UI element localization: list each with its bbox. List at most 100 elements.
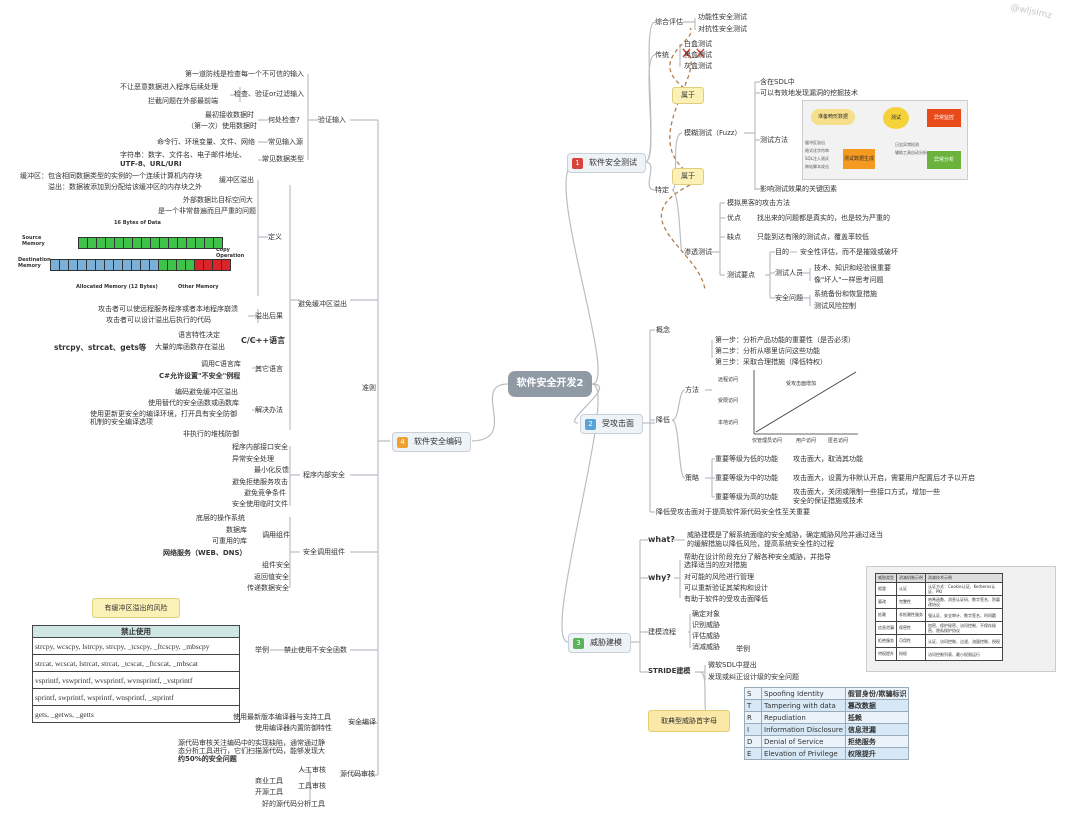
node: 测试人员 [775,269,803,277]
diagram-text: 跨站脚本攻击 [805,164,829,169]
node: 缓冲区：包含相同数据类型的实例的一个连续计算机内存块 [20,172,202,180]
diagram-text: 格式化字符串 [805,148,829,153]
node: 缓冲区溢出 [219,176,254,184]
chart-label: 受限访问 [718,398,739,404]
threat-mitigation-table-image: 威胁类型消减机制示例消减技术示例假冒认证认证方式：Cookie认证、Kerber… [866,566,1056,672]
node: 对可能的风险进行管理 [684,573,754,581]
node: 概念 [656,326,670,334]
table-row: 拒绝服务可用性认证、访问控制、过滤、流量控制、授权 [875,634,1003,648]
node: 第三步：采取合理措施（降低特权） [715,358,827,366]
central-topic[interactable]: 软件安全开发2 [508,371,592,397]
node: 综合评估 [655,18,683,26]
table-cell: sprintf, swprintf, wsprintf, wnsprintf, … [32,688,240,706]
node: （第一次）使用数据时 [187,122,257,130]
node: 避免竞争条件 [244,489,286,497]
stride-cell: Tampering with data [761,699,846,712]
table-row: strcpy, wcscpy, lstrcpy, strcpy, _tcscpy… [32,637,240,655]
table-row: 抵赖非抵赖性服务强认证、安全审计、数字签名、时间戳 [875,608,1003,622]
node: 禁止使用不安全函数 [284,646,347,654]
node: 第一道防线是检查每一个不可信的输入 [185,70,304,78]
node: 使用编译器内置防御特性 [255,724,332,732]
node: 功能性安全测试 [698,13,747,21]
stride-cell: Spoofing Identity [761,687,846,700]
number-3-badge: 3 [573,637,584,649]
diagram-node: 异常监控 [927,109,961,127]
node: 传递数据安全 [247,584,289,592]
node: 机制的安全编译选项 [90,418,153,426]
table-cell: 加密、保护秘密、访问控制、不保存秘密、隐私保护协议 [925,621,1003,635]
table-row: 假冒认证认证方式：Cookie认证、Kerberos认证、PKI [875,582,1003,596]
diagram-node: 异常分析 [927,151,961,169]
node: 降低 [656,416,670,424]
node: 约50%的安全问题 [178,755,237,763]
node: 是一个非常普遍而且严重的问题 [158,207,256,215]
stride-cell: I [744,723,762,736]
link-t3 [561,383,599,643]
node: 安全编译 [348,718,376,726]
node: 帮助在设计阶段充分了解各种安全威胁，并指导 [684,553,831,561]
node: 不让恶意数据进入程序后续处理 [120,83,218,91]
diagram-node: 测试 [883,107,909,129]
node: 举例 [736,645,750,653]
node: C/C++语言 [241,336,286,345]
node: 含在SDL中 [760,78,795,86]
stride-acronym-label: 取典型威胁首字母 [648,710,730,732]
stride-cell: T [744,699,762,712]
stride-cell: 假冒身份/欺骗标识 [844,687,910,700]
node: 网络服务（WEB、DNS） [163,549,247,557]
node: 消减威胁 [692,643,720,651]
destination-memory-cells [50,259,231,271]
node: 安全性评估，而不是摧毁或破坏 [800,248,898,256]
table-cell: 完整性 [896,595,926,609]
node: 调用组件 [262,531,290,539]
table-header-cell: 消减技术示例 [925,573,1003,583]
node: 工具审核 [298,782,326,790]
stride-cell: S [744,687,762,700]
node: 安全使用临时文件 [232,500,288,508]
node: 开源工具 [255,788,283,796]
buffer-risk-label: 有缓冲区溢出的风险 [92,598,180,618]
node: 组件安全 [262,561,290,569]
node: 拦截问题在外部最前端 [148,97,218,105]
stride-cell: 抵赖 [844,711,910,724]
node: 测试要点 [727,271,755,279]
node: 只能到达有限的测试点，覆盖率较低 [757,233,869,241]
table-header-cell: 禁止使用 [32,625,240,638]
stride-cell: R [744,711,762,724]
node: 可以重新验证其架构和设计 [684,584,768,592]
stride-cell: E [744,747,762,760]
table-cell: vsprintf, vswprintf, wvsprintf, wvnsprin… [32,671,240,689]
number-4-badge: 4 [397,436,408,448]
node: 找出来的问题都是真实的，也是较为严重的 [757,214,890,222]
node: 第一步：分析产品功能的重要性（是否必须） [715,336,855,344]
chart-label: 远程访问 [718,377,739,383]
topic-label: 软件安全测试 [589,158,637,167]
table-cell: 假冒 [875,582,897,596]
table-cell: 哈希函数、消息认证码、数字签名、防篡改协议 [925,595,1003,609]
node: 底层的操作系统 [196,514,245,522]
table-cell: 认证 [896,582,926,596]
table-cell: 认证方式：Cookie认证、Kerberos认证、PKI [925,582,1003,596]
node: 常见输入源 [268,138,303,146]
table-cell: gets, _getws, _getts [32,705,240,723]
node: 第二步：分析从哪里访问这些功能 [715,347,820,355]
node: 非执行的堆栈防御 [183,430,239,438]
diagram-label: 16 Bytes of Data [114,220,161,226]
node: UTF-8、URL/URI [120,160,182,168]
chart-label: 本地访问 [718,420,739,426]
node: 最小化反馈 [254,466,289,474]
memory-cell [221,259,231,271]
node: 威胁建模是了解系统面临的安全威胁，确定威胁风险并通过适当 [687,531,883,539]
memory-cell [213,237,223,249]
node: 程序内部安全 [303,471,345,479]
diagram-label: Source Memory [22,235,45,247]
belongs-to-label: 属于 [672,168,704,185]
